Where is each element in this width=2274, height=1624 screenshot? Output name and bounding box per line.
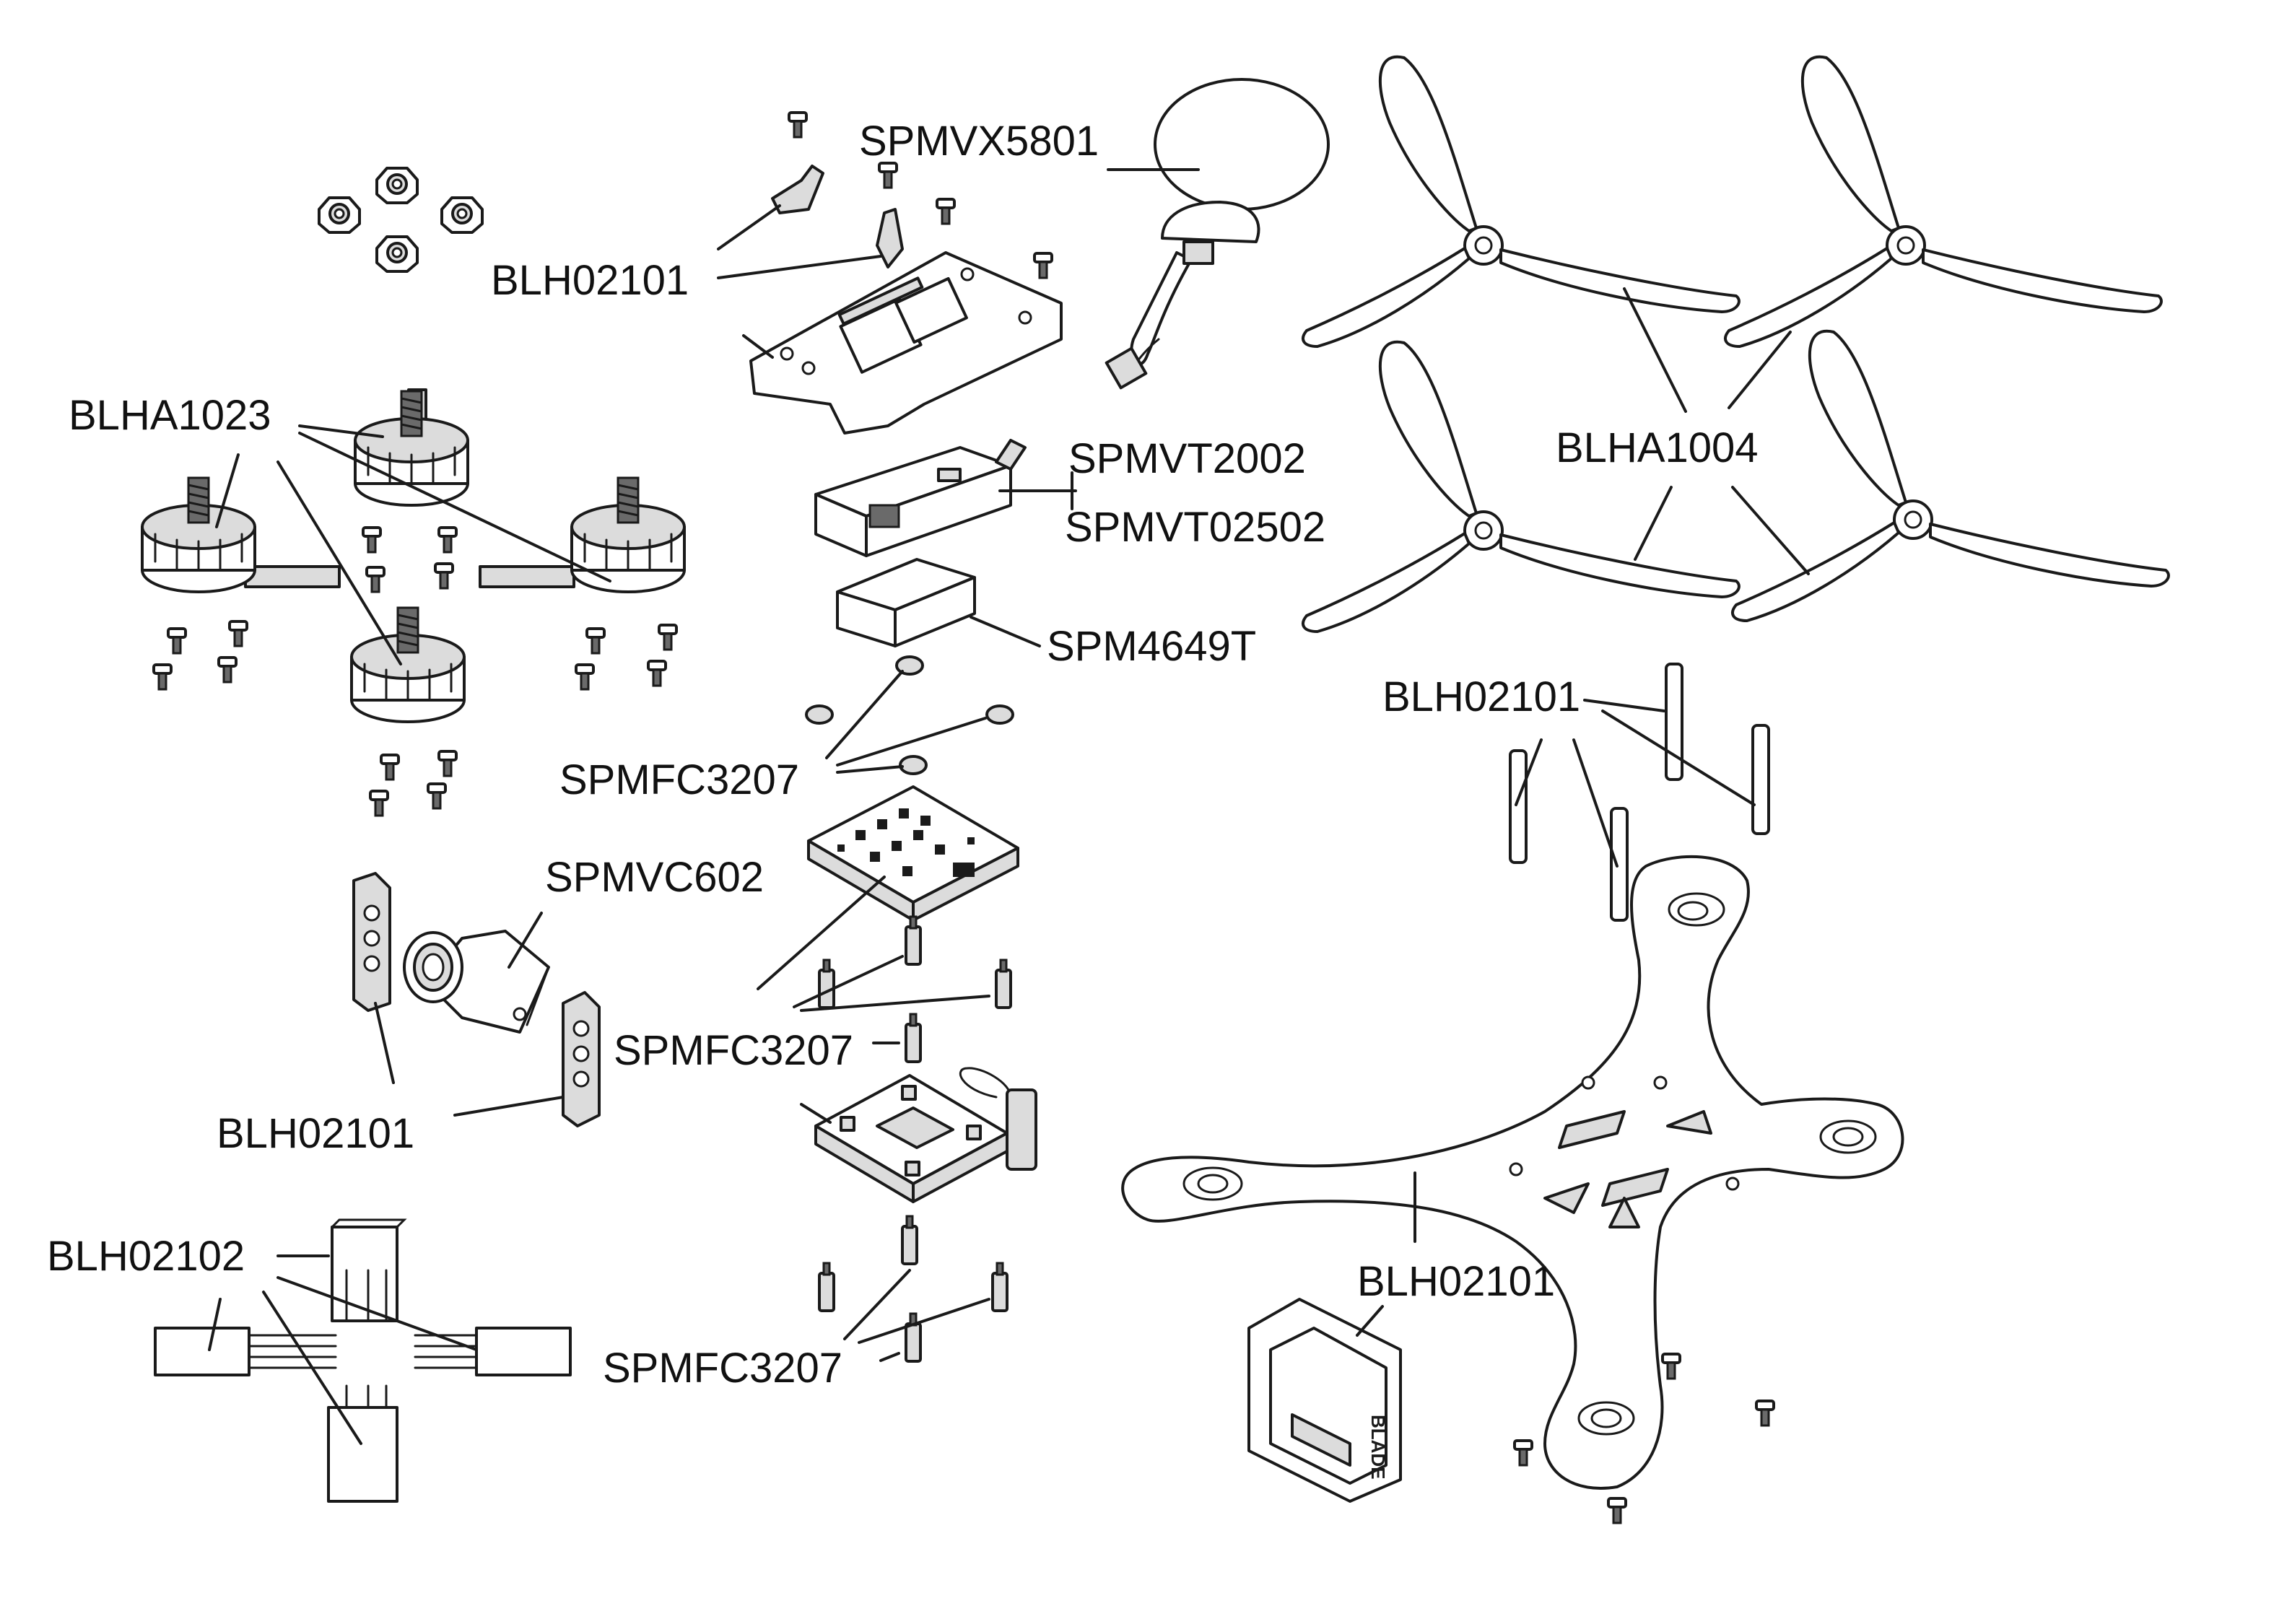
- label-blh02102: BLH02102: [47, 1233, 245, 1280]
- lock-nuts: [318, 167, 484, 273]
- label-blh02101-top: BLH02101: [491, 257, 689, 304]
- label-blha1004: BLHA1004: [1556, 424, 1759, 471]
- label-spmvx5801: SPMVX5801: [859, 118, 1099, 165]
- label-spmvc602: SPMVC602: [545, 854, 764, 901]
- propeller-4: [1731, 329, 2170, 622]
- camera-side-plate-right: [562, 991, 601, 1127]
- motor-right: [570, 476, 686, 593]
- label-spmfc3207-a: SPMFC3207: [559, 756, 799, 803]
- propellers: [1302, 55, 2170, 633]
- main-frame: [1121, 855, 1904, 1490]
- esc-clips: [154, 1218, 572, 1503]
- part-labels: SPMVX5801 BLH02101 BLHA1023 SPMVT2002 SP…: [47, 118, 1759, 1392]
- power-board: [814, 1067, 1037, 1203]
- video-transmitter: [814, 439, 1027, 557]
- label-blh02101-camera: BLH02101: [217, 1110, 414, 1157]
- label-spmfc3207-c: SPMFC3207: [603, 1345, 842, 1392]
- flight-controller: [807, 785, 1019, 922]
- propeller-1: [1302, 55, 1741, 348]
- fpv-camera: [403, 930, 550, 1034]
- motors: [141, 388, 686, 723]
- propeller-2: [1724, 55, 2163, 348]
- label-blh02101-frame: BLH02101: [1357, 1258, 1555, 1305]
- camera-side-plate-left: [352, 872, 391, 1012]
- label-spm4649t: SPM4649T: [1047, 623, 1256, 670]
- label-spmvt02502: SPMVT02502: [1065, 504, 1325, 551]
- motor-bottom: [350, 606, 466, 723]
- top-plate: [749, 251, 1063, 435]
- battery-strap-brand: BLADE: [1367, 1415, 1389, 1480]
- antenna-brackets: [771, 165, 904, 269]
- label-blha1023: BLHA1023: [69, 392, 271, 439]
- battery-pad: BLADE: [1247, 1298, 1402, 1503]
- bottom-standoffs: [818, 1215, 1009, 1363]
- receiver: [836, 558, 976, 647]
- label-blh02101-standoffs: BLH02101: [1382, 673, 1580, 720]
- vtx-antenna: [1105, 78, 1330, 390]
- label-spmfc3207-b: SPMFC3207: [614, 1027, 853, 1074]
- label-spmvt2002: SPMVT2002: [1068, 435, 1306, 482]
- frame-standoffs: [1509, 663, 1770, 922]
- motor-left: [141, 476, 256, 593]
- motor-top: [354, 390, 469, 507]
- fc-nuts: [805, 655, 1014, 775]
- leader-lines: [208, 168, 1810, 1445]
